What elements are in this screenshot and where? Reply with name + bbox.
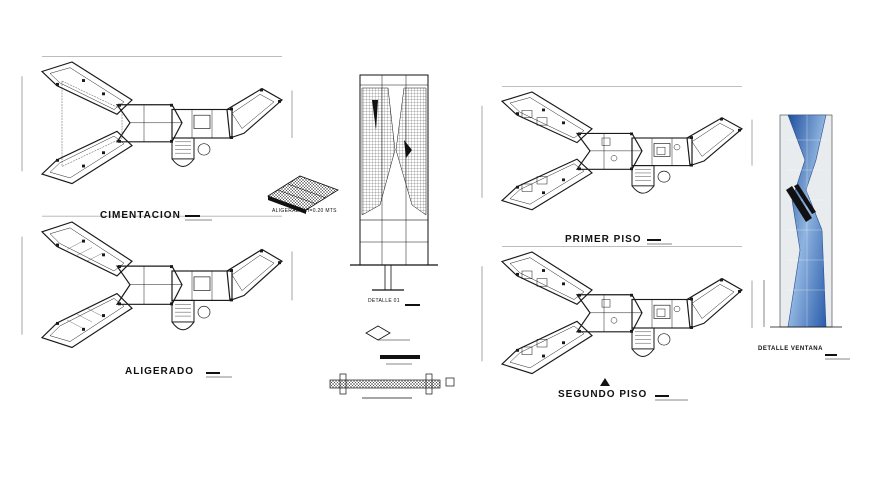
window-detail-facade <box>763 114 850 360</box>
aligerado-slab-detail <box>267 175 339 214</box>
small-section-details <box>329 325 455 399</box>
label-aligerado-detail: ALIGERADO H=0.20 MTS <box>272 208 337 214</box>
plan-primer-piso <box>481 85 753 211</box>
plan-segundo-piso <box>481 245 753 375</box>
label-detalle-ventana: DETALLE VENTANA <box>758 346 823 352</box>
plan-aligerado <box>21 215 293 349</box>
north-arrow <box>600 378 610 386</box>
label-segundo-piso: SEGUNDO PISO <box>558 389 648 400</box>
label-primer-piso: PRIMER PISO <box>565 234 642 245</box>
plan-cimentacion <box>21 55 293 185</box>
label-cimentacion: CIMENTACION <box>100 210 181 221</box>
label-aligerado: ALIGERADO <box>125 366 194 377</box>
label-detalle-column: DETALLE 01 <box>368 298 400 304</box>
column-elevation <box>350 74 438 306</box>
